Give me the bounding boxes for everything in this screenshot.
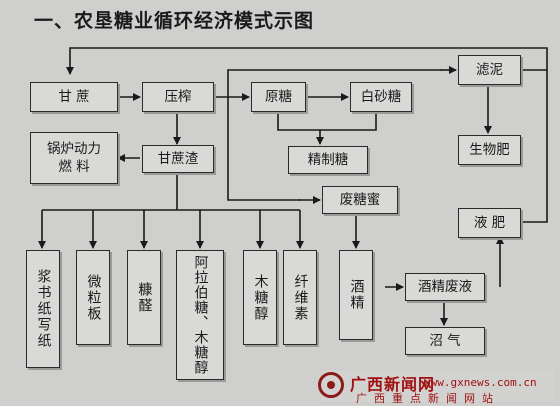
line-to-feitangmi [227, 97, 300, 201]
node-ganzhezha: 甘蔗渣 [142, 145, 214, 173]
node-yuantang: 原糖 [251, 82, 306, 112]
arrow-loop-ganzhe [66, 47, 548, 75]
node-yazha: 压榨 [142, 82, 214, 112]
line-yazha-luni [227, 69, 441, 97]
node-alabotang: 阿拉伯糖、木糖醇 [176, 250, 224, 380]
node-kangquan: 糠醛 [127, 250, 161, 345]
node-shengwufei: 生物肥 [458, 135, 521, 165]
node-guolu: 锅炉动力 燃 料 [30, 132, 118, 184]
node-jiangshuzhi: 浆书纸写纸 [26, 250, 60, 368]
node-xianweisu: 纤维素 [283, 250, 317, 345]
node-luni: 滤泥 [458, 55, 521, 85]
node-yefei: 液 肥 [458, 208, 521, 238]
node-ganzhe: 甘 蔗 [30, 82, 118, 112]
gxnews-logo-icon [318, 372, 344, 398]
watermark-name: 广西新闻网 [350, 375, 436, 394]
node-zhaoqi: 沼 气 [405, 327, 485, 355]
diagram-title: 一、农垦糖业循环经济模式示图 [34, 10, 315, 32]
watermark-subtitle: 广西重点新闻网站 [356, 392, 500, 405]
line-yefei-right [520, 69, 548, 223]
node-jingzhitang: 精制糖 [288, 146, 368, 174]
join-to-jingzhitang [277, 111, 377, 131]
node-feitangmi: 废糖蜜 [322, 186, 398, 214]
node-mutangchun: 木糖醇 [243, 250, 277, 345]
node-jiujingfeiye: 酒精废液 [405, 273, 485, 301]
node-weilibao: 微粒板 [76, 250, 110, 345]
watermark-url: www.gxnews.com.cn [424, 376, 537, 389]
watermark-background [322, 370, 554, 402]
node-jiujing: 酒精 [339, 250, 373, 340]
node-baishatang: 白砂糖 [350, 82, 412, 112]
